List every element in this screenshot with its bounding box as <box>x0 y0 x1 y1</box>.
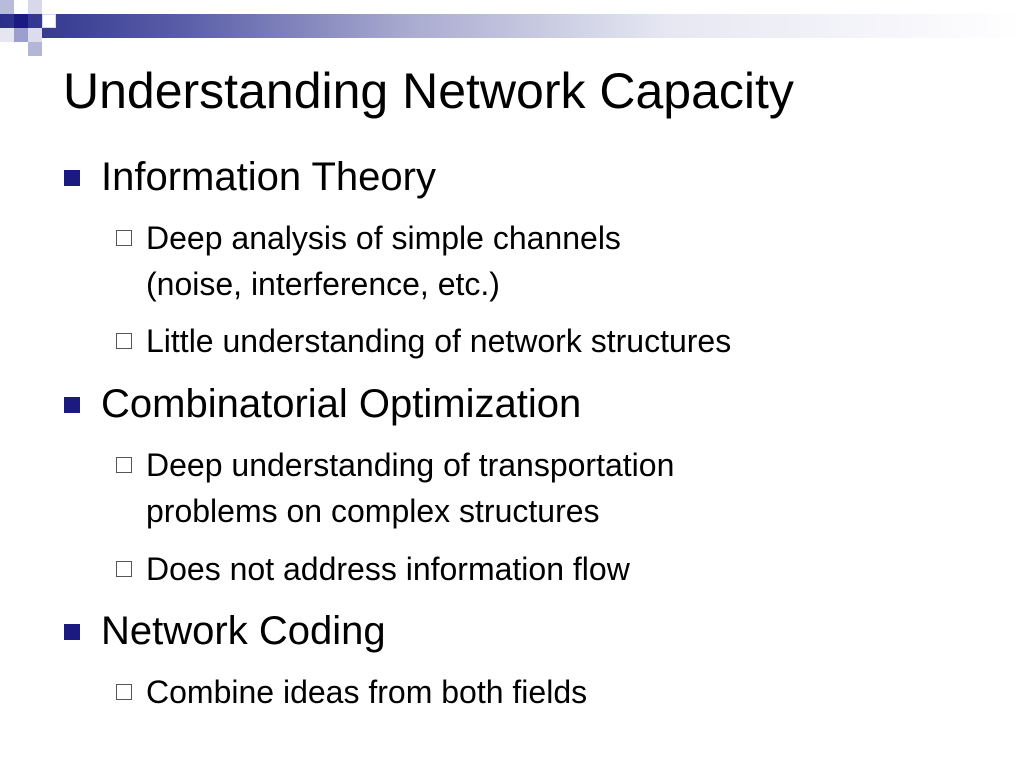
decor-square <box>28 42 42 56</box>
decor-square <box>0 0 14 14</box>
bullet-text: Combinatorial Optimization <box>101 382 582 426</box>
decor-square <box>42 14 56 28</box>
sub-bullet-text: Little understanding of network structur… <box>146 318 731 364</box>
decor-square <box>0 28 14 42</box>
sub-bullet-line: Does not address information flow <box>146 551 630 587</box>
sub-bullet-line: Deep understanding of transportation <box>146 447 675 483</box>
slide-title: Understanding Network Capacity <box>63 63 794 119</box>
decor-square <box>28 0 42 14</box>
hollow-square-bullet-icon <box>116 561 132 577</box>
sub-bullet-text: Deep analysis of simple channels (noise,… <box>146 215 621 307</box>
sub-bullet-text: Does not address information flow <box>146 546 630 592</box>
sub-bullet-line: Deep analysis of simple channels <box>146 220 621 256</box>
sub-bullet-line: (noise, interference, etc.) <box>146 266 500 302</box>
hollow-square-bullet-icon <box>116 457 132 473</box>
sub-bullet-text: Deep understanding of transportation pro… <box>146 442 674 534</box>
bullet-text: Network Coding <box>101 609 386 653</box>
decor-square <box>14 28 28 42</box>
hollow-square-bullet-icon <box>116 684 132 700</box>
filled-square-bullet-icon <box>64 170 80 186</box>
hollow-square-bullet-icon <box>116 333 132 349</box>
sub-bullet-line: Little understanding of network structur… <box>146 323 732 359</box>
decor-square <box>28 28 42 42</box>
decor-square <box>14 14 28 28</box>
filled-square-bullet-icon <box>64 397 80 413</box>
hollow-square-bullet-icon <box>116 230 132 246</box>
corner-squares-decoration <box>0 0 80 60</box>
bullet-text: Information Theory <box>101 155 436 199</box>
header-gradient-bar <box>0 14 1024 38</box>
filled-square-bullet-icon <box>64 624 80 640</box>
sub-bullet-line: Combine ideas from both fields <box>146 674 588 710</box>
sub-bullet-text: Combine ideas from both fields <box>146 669 587 715</box>
sub-bullet-line: problems on complex structures <box>146 493 600 529</box>
